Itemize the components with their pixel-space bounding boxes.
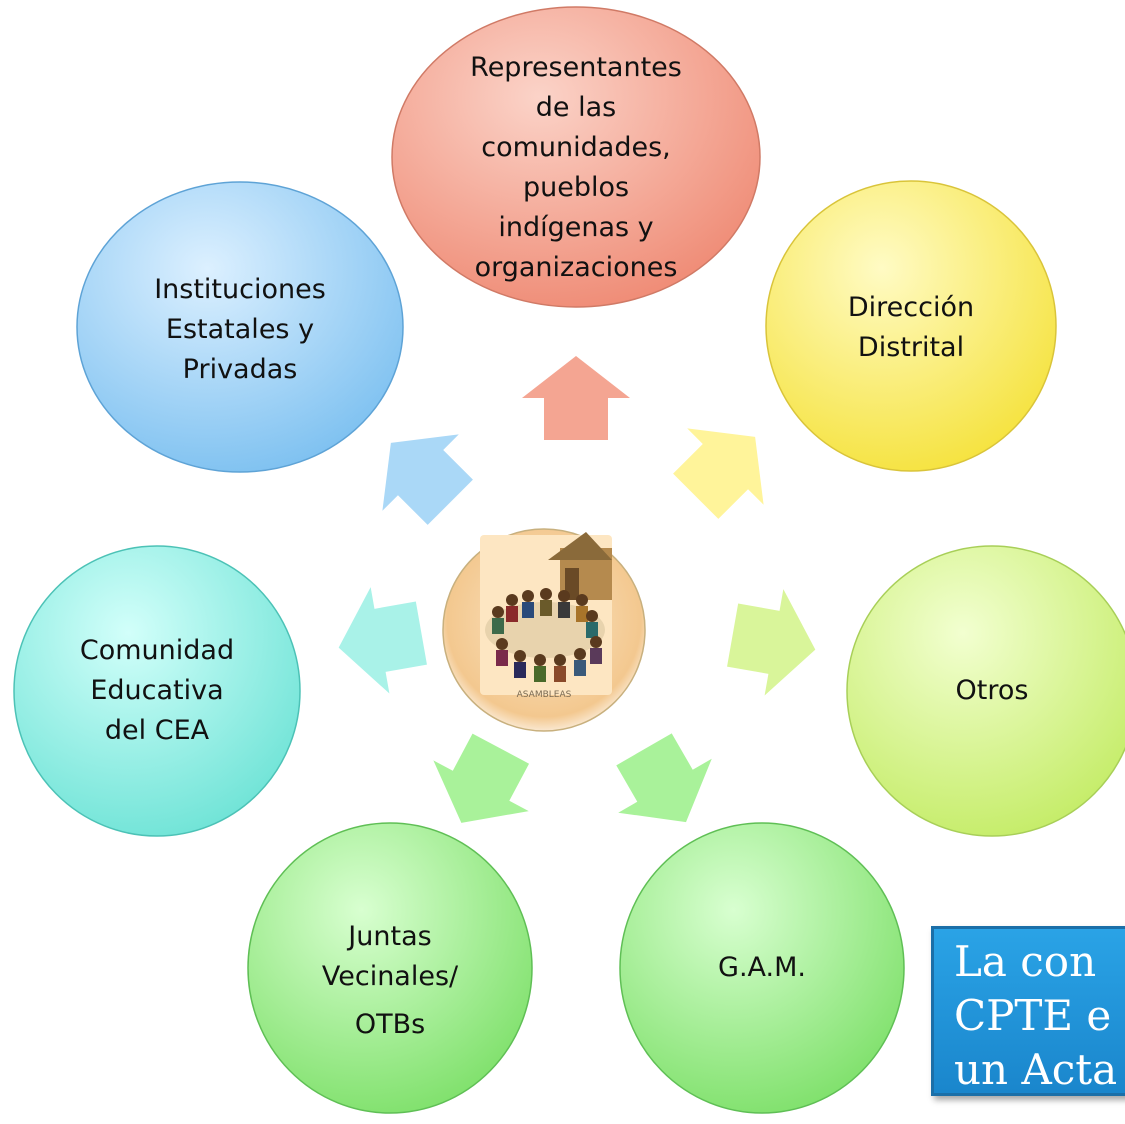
node-line: Privadas: [182, 354, 298, 385]
node-line: Juntas: [348, 921, 432, 952]
node-line: OTBs: [354, 1009, 426, 1040]
center-caption: ASAMBLEAS: [516, 690, 572, 700]
callout-line: CPTE e: [954, 991, 1112, 1040]
arrow-to-juntas-vecinales: [433, 733, 530, 823]
node-direccion-distrital-circle: [765, 180, 1057, 472]
center-assembly-image: [442, 528, 646, 732]
node-otros-circle: [846, 545, 1125, 837]
node-line: Dirección: [847, 292, 975, 323]
node-instituciones-label: Instituciones Estatales y Privadas: [115, 270, 365, 390]
node-comunidad-educativa-circle: [13, 545, 301, 837]
node-line: indígenas y: [498, 212, 654, 243]
node-juntas-vecinales-circle: [247, 822, 533, 1114]
node-instituciones-circle: [76, 181, 404, 473]
node-representantes-circle: [391, 6, 761, 308]
callout-line: un Acta: [954, 1045, 1118, 1094]
node-line: pueblos: [522, 172, 630, 203]
node-comunidad-educativa-label: Comunidad Educativa del CEA: [57, 631, 257, 751]
arrow-to-instituciones: [382, 434, 473, 525]
node-line: comunidades,: [481, 132, 671, 163]
node-line: Vecinales/: [321, 961, 459, 992]
node-line: organizaciones: [474, 252, 678, 283]
callout-box: La con CPTE e un Acta: [931, 926, 1125, 1096]
node-line: Distrital: [857, 332, 965, 363]
node-line: Instituciones: [154, 274, 326, 305]
node-gam-circle: [619, 822, 905, 1114]
arrow-to-otros: [727, 589, 816, 696]
arrow-to-direccion-distrital: [673, 428, 764, 519]
node-line: Representantes: [470, 52, 682, 83]
assembly-illustration-hut: [548, 532, 612, 600]
assembly-illustration-people: [485, 588, 605, 682]
arrow-to-gam: [616, 733, 712, 823]
arrow-to-comunidad-educativa: [338, 587, 427, 694]
arrow-to-representantes: [522, 356, 630, 440]
node-line: G.A.M.: [718, 952, 806, 983]
node-line: del CEA: [104, 715, 210, 746]
node-gam-label: G.A.M.: [662, 948, 862, 988]
node-otros-label: Otros: [892, 671, 1092, 711]
node-line: Estatales y: [165, 314, 315, 345]
node-line: Otros: [955, 675, 1029, 706]
node-line: Comunidad: [79, 635, 235, 666]
node-representantes-label: Representantes de las comunidades, puebl…: [426, 48, 726, 288]
node-juntas-vecinales-label: Juntas Vecinales/ OTBs: [290, 916, 490, 1046]
callout-line: La con: [954, 937, 1097, 986]
node-line: Educativa: [90, 675, 224, 706]
node-line: de las: [535, 92, 617, 123]
node-direccion-distrital-label: Dirección Distrital: [811, 288, 1011, 368]
